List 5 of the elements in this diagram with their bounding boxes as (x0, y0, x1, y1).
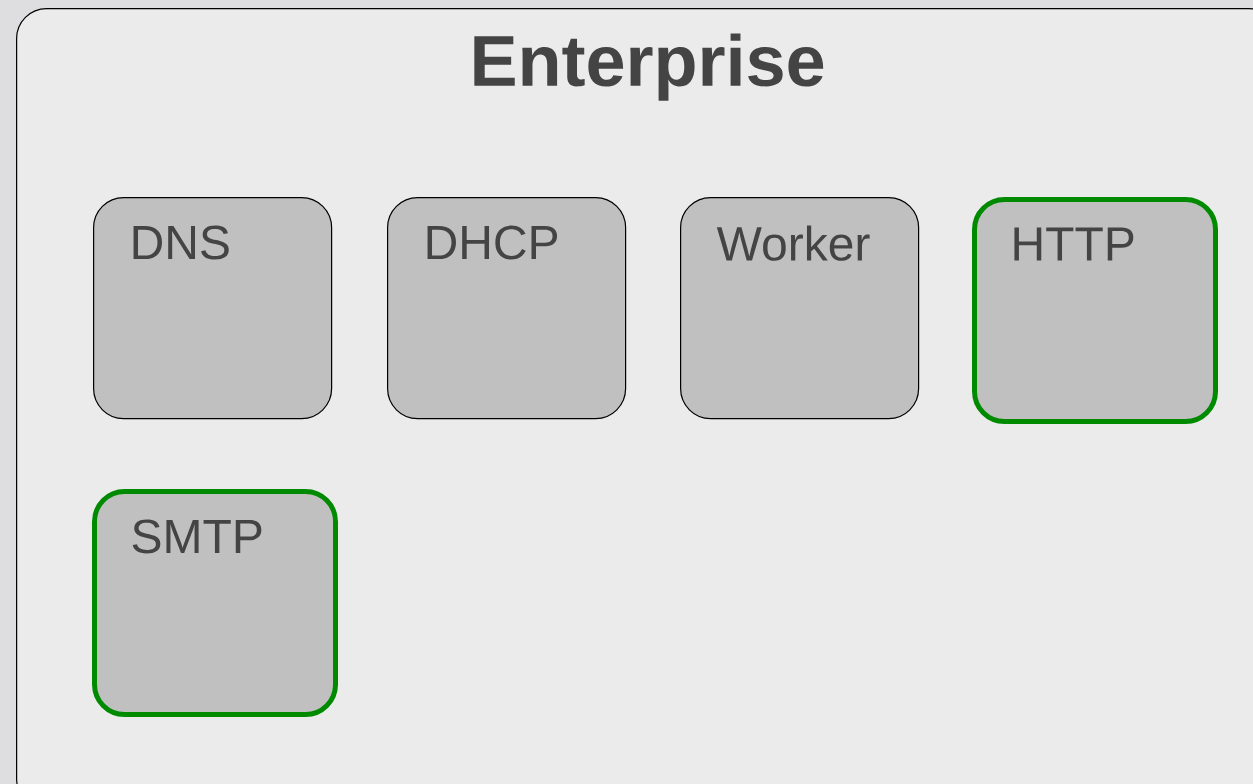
service-box: DHCP (387, 197, 627, 420)
service-box: HTTP (972, 197, 1218, 424)
service-box: Worker (680, 197, 920, 420)
service-box: DNS (93, 197, 333, 420)
service-box: SMTP (92, 489, 338, 717)
